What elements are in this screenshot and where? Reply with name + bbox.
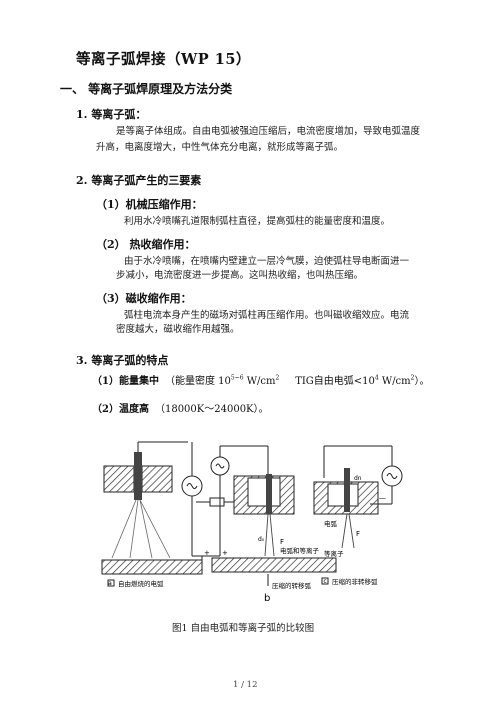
characteristic-label: （1）能量集中 — [92, 376, 159, 387]
part-a-caption: 自由燃烧的电弧 — [118, 579, 164, 588]
paragraph-line: 由于水冷喷嘴，在喷嘴内壁建立一层冷气膜，迫使弧柱导电断面进一 — [124, 256, 410, 267]
characteristic-label: （2）温度高 — [92, 404, 149, 415]
part-c-letter: c — [323, 578, 326, 585]
d-label: d₀ — [258, 536, 265, 543]
subsection-heading-plasma-arc: 1. 等离子弧： — [76, 108, 147, 121]
subsection-heading-characteristics: 3. 等离子弧的特点 — [76, 354, 169, 367]
f-label: F — [280, 538, 284, 546]
item-heading-mechanical-compression: （1）机械压缩作用： — [96, 198, 203, 211]
page-number: 1 / 12 — [233, 680, 258, 690]
figure-arc-comparison: + a 自由燃烧的电弧 F 电弧和等离子 d₀ + 压缩的转移弧 b — [101, 441, 403, 604]
paragraph-line: 弧柱电流本身产生的磁场对弧柱再压缩作用。也叫磁收缩效应。电流 — [124, 310, 410, 321]
plus-label: + — [204, 549, 210, 557]
part-c-marker — [321, 577, 329, 585]
f-label: F — [356, 530, 360, 538]
paragraph-line: 升高，电离度增大，中性气体充分电离，就形成等离子弧。 — [96, 142, 344, 153]
item-heading-thermal-contraction: （2） 热收缩作用： — [96, 238, 196, 251]
arc-label: 电弧 — [324, 519, 338, 528]
document-title: 等离子弧焊接（WP 15） — [76, 51, 251, 68]
item-heading-magnetic-contraction: （3）磁收缩作用： — [96, 292, 192, 305]
part-c-caption: 压缩的非转移弧 — [332, 577, 378, 586]
part-a-marker — [107, 579, 115, 587]
part-b-arc-label: 电弧和等离子 — [280, 546, 320, 555]
paragraph-line: 利用水冷喷嘴孔道限制弧柱直径，提高弧柱的能量密度和温度。 — [124, 216, 391, 227]
figure-part-a: + a 自由燃烧的电弧 — [101, 441, 210, 588]
part-b-caption: 压缩的转移弧 — [272, 581, 312, 590]
figure-caption: 图1 自由电弧和等离子弧的比较图 — [172, 623, 315, 634]
paragraph-line: 密度越大，磁收缩作用越强。 — [116, 324, 240, 335]
characteristic-temperature: （2）温度高（18000K～24000K）。 — [92, 404, 269, 415]
dn-label: dn — [354, 475, 362, 482]
paragraph-line: 是等离子体组成。自由电弧被强迫压缩后，电流密度增加，导致电弧温度 — [116, 126, 421, 137]
plus-label: + — [222, 549, 228, 557]
part-a-letter: a — [108, 580, 112, 587]
section-heading-principles: 一、 等离子弧焊原理及方法分类 — [60, 82, 233, 96]
resistor — [209, 497, 225, 507]
characteristic-energy: （1）能量集中（能量密度 105~6 W/cm2 TIG自由电弧<104 W/c… — [92, 374, 430, 387]
figure-part-c: — dn 电弧 F 等离子 c 压缩的非转移弧 — [313, 445, 403, 586]
figure-part-b: F 电弧和等离子 d₀ + 压缩的转移弧 b — [196, 445, 337, 604]
paragraph-line: 步减小，电流密度进一步提高。这叫热收缩，也叫热压缩。 — [116, 270, 364, 281]
part-b-letter: b — [264, 593, 270, 604]
subsection-heading-three-elements: 2. 等离子弧产生的三要素 — [76, 174, 202, 187]
plasma-label: 等离子 — [324, 549, 344, 558]
minus-label: — — [379, 494, 386, 502]
